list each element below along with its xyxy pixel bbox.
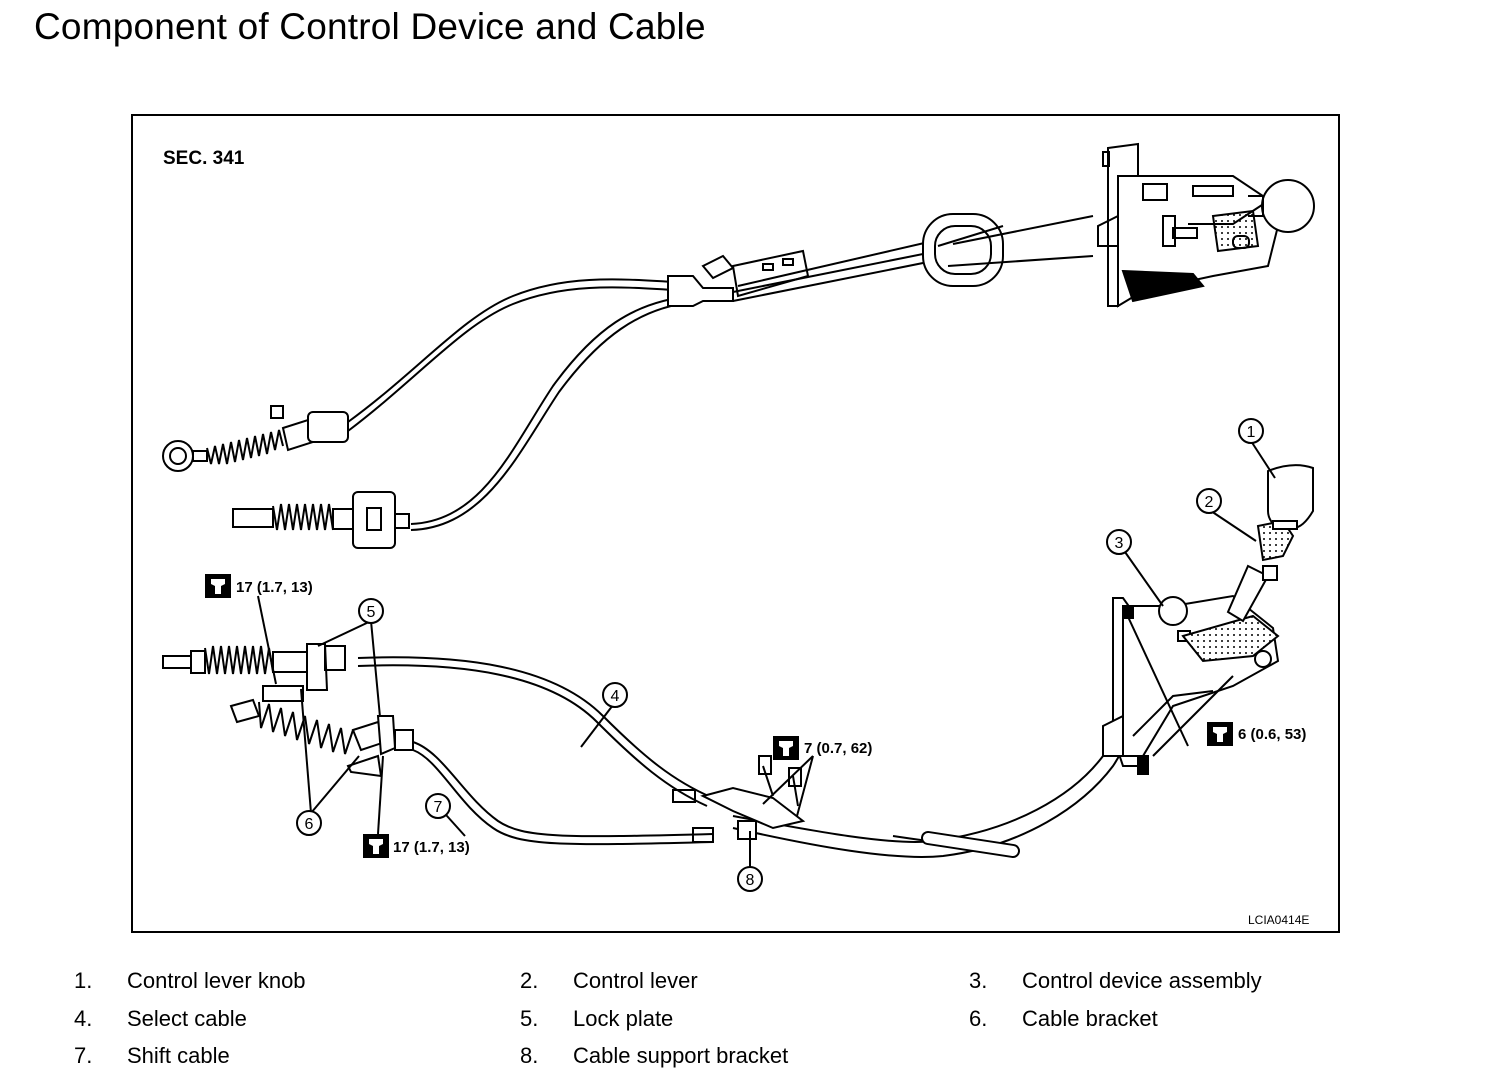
svg-text:6 (0.6, 53): 6 (0.6, 53) xyxy=(1238,726,1306,743)
svg-text:5: 5 xyxy=(367,604,376,621)
shift-cable-line xyxy=(412,741,714,838)
control-lever-knob xyxy=(1267,464,1314,530)
upper-cable-a xyxy=(347,278,674,423)
svg-text:4: 4 xyxy=(611,688,620,705)
svg-text:7: 7 xyxy=(434,799,443,816)
callout-5: 5 xyxy=(358,598,384,624)
svg-text:8: 8 xyxy=(746,872,755,889)
svg-text:17 (1.7, 13): 17 (1.7, 13) xyxy=(393,839,470,856)
svg-text:6: 6 xyxy=(305,816,314,833)
callout-1: 1 xyxy=(1238,418,1264,444)
upper-end-fitting-a xyxy=(162,405,349,472)
callout-4: 4 xyxy=(602,682,628,708)
select-cable-line xyxy=(357,656,714,799)
upper-cable-b xyxy=(410,295,694,525)
torque-spec-support-bracket: 7 (0.7, 62) xyxy=(773,736,872,760)
svg-text:7 (0.7, 62): 7 (0.7, 62) xyxy=(804,740,872,757)
page-title: Component of Control Device and Cable xyxy=(34,6,706,47)
lower-end-fitting-shift xyxy=(229,698,414,778)
upper-cable-b-outer xyxy=(410,301,694,531)
upper-cable-a-outer xyxy=(347,286,674,432)
callout-7: 7 xyxy=(425,793,451,819)
cable-support-bracket xyxy=(672,755,806,843)
callout-3: 3 xyxy=(1106,529,1132,555)
svg-text:1: 1 xyxy=(1247,424,1256,441)
torque-spec-lower-left: 17 (1.7, 13) xyxy=(363,834,470,858)
callout-6: 6 xyxy=(296,810,322,836)
callout-8: 8 xyxy=(737,866,763,892)
upper-end-fitting-b xyxy=(232,491,410,549)
svg-text:17 (1.7, 13): 17 (1.7, 13) xyxy=(236,579,313,596)
parts-legend: 1. Control lever knob 2. Control lever 3… xyxy=(74,968,1262,1068)
lower-assembly xyxy=(162,464,1314,858)
control-device-assembly xyxy=(1102,594,1280,775)
svg-text:2: 2 xyxy=(1205,494,1214,511)
upper-assembly xyxy=(162,142,1315,549)
section-label: SEC. 341 xyxy=(163,148,245,169)
leader-lines xyxy=(257,440,1276,879)
upper-mid-bracket xyxy=(667,240,934,307)
figure-code: LCIA0414E xyxy=(1248,913,1309,927)
upper-control-device xyxy=(1097,142,1315,308)
callout-2: 2 xyxy=(1196,488,1222,514)
diagram-frame: SEC. 341 LCIA0414E xyxy=(131,114,1340,933)
control-lever xyxy=(1226,519,1295,623)
torque-spec-upper-left: 17 (1.7, 13) xyxy=(205,574,313,598)
svg-text:3: 3 xyxy=(1115,535,1124,552)
lower-end-fitting-select xyxy=(162,643,346,702)
diagram-canvas: SEC. 341 LCIA0414E xyxy=(162,142,1315,927)
torque-spec-device-assembly: 6 (0.6, 53) xyxy=(1207,722,1306,746)
